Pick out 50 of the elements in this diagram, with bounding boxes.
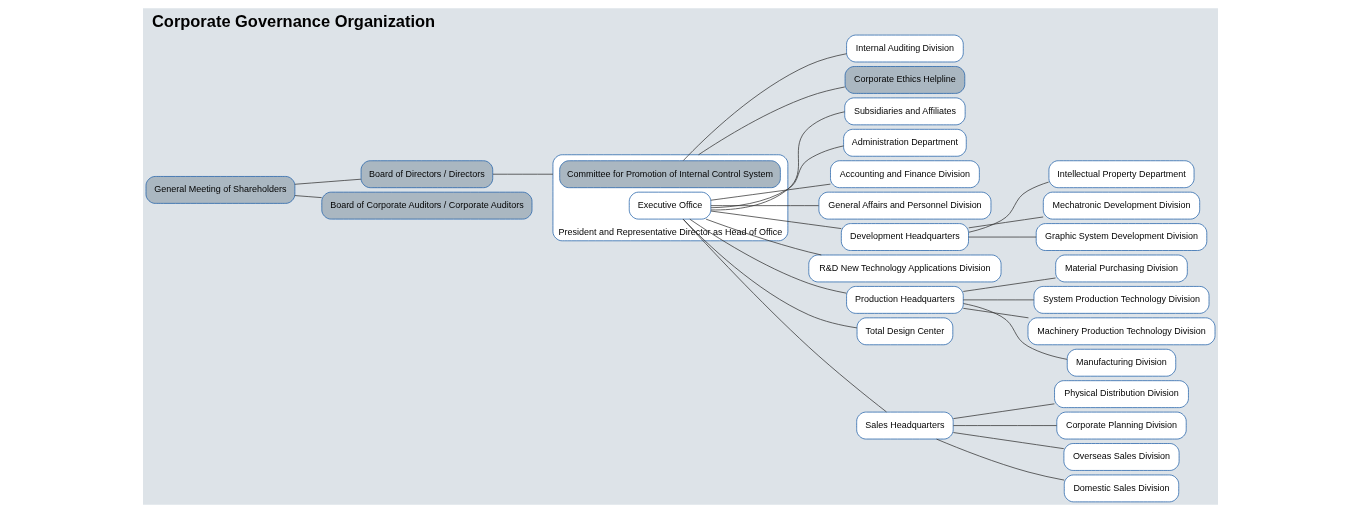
node-box: Subsidiaries and Affiliates (843, 97, 966, 126)
connector (967, 216, 1044, 229)
node-box: Board of Directors / Directors (360, 160, 493, 189)
connector (689, 218, 847, 294)
connector (962, 303, 1068, 360)
node-box: Development Headquarters (840, 223, 969, 251)
connector (710, 145, 844, 209)
connector (697, 86, 845, 156)
connector (710, 183, 831, 201)
connector (710, 205, 819, 206)
node-box: Board of Corporate Auditors / Corporate Auditors (320, 191, 532, 220)
node-box: Administration Department (842, 128, 967, 157)
node-box: Domestic Sales Division (1063, 474, 1179, 503)
connector (962, 307, 1029, 319)
node-box: R&D New Technology Applications Division (807, 254, 1001, 283)
node-box: Sales Headquarters (855, 411, 954, 440)
node-box: Internal Auditing Division (845, 34, 964, 63)
node-box: Machinery Production Technology Division (1027, 317, 1215, 346)
connector (952, 403, 1055, 419)
node-box: Accounting and Finance Division (829, 160, 980, 189)
node-box: Executive Office (628, 191, 711, 220)
node-box: Corporate Planning Division (1055, 411, 1187, 440)
connector (967, 181, 1049, 233)
node-box: Committee for Promotion of Internal Control System (558, 160, 781, 189)
connector (294, 195, 322, 198)
diagram-title: Corporate Governance Organization (151, 11, 435, 30)
connector (710, 111, 845, 211)
node-box: System Production Technology Division (1033, 286, 1209, 314)
connector (952, 432, 1064, 450)
node-box: Corporate Ethics Helpline (844, 66, 965, 94)
connector (962, 277, 1056, 292)
node-box: Production Headquarters (845, 286, 964, 314)
node-box: Intellectual Property Department (1048, 160, 1194, 189)
node-box: Material Purchasing Division (1054, 254, 1188, 283)
connector (492, 173, 553, 175)
node-box: Physical Distribution Division (1053, 380, 1189, 408)
node-box: General Affairs and Personnel Division (818, 191, 991, 220)
node-box: Manufacturing Division (1066, 348, 1176, 377)
connector (294, 178, 361, 185)
connector (682, 53, 847, 161)
node-box: Mechatronic Development Division (1042, 191, 1200, 220)
connector (952, 425, 1057, 426)
connector (682, 218, 887, 413)
connector (935, 438, 1065, 481)
node-box: Graphic System Development Division (1035, 223, 1207, 251)
node-box: General Meeting of Shareholders (145, 176, 295, 204)
node-box: Overseas Sales Division (1063, 443, 1179, 471)
node-box: Total Design Center (856, 317, 953, 346)
connector (705, 218, 822, 256)
connector (710, 210, 842, 229)
